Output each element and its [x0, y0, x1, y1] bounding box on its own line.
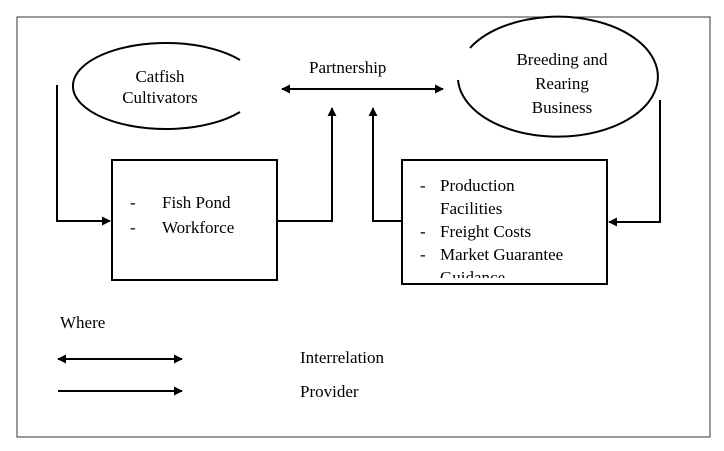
right-box-item-text: Freight Costs — [440, 222, 532, 241]
breeding-label-line2: Rearing — [535, 74, 589, 93]
bullet: - — [420, 222, 426, 241]
left-box-to-partnership-arrow — [277, 107, 337, 222]
bullet: - — [420, 245, 426, 264]
catfish-cultivators-ellipse — [71, 42, 241, 130]
right-provider-arrow — [608, 100, 661, 227]
left-resource-box — [111, 159, 278, 281]
partnership-label: Partnership — [309, 58, 387, 77]
breeding-label-line3: Business — [531, 98, 593, 117]
left-box-item-text: Workforce — [162, 218, 235, 237]
breeding-rearing-ellipse — [457, 15, 659, 138]
right-box-list: -Production Facilities -Freight Costs -M… — [420, 174, 563, 278]
breeding-label-line1: Breeding and — [516, 50, 608, 69]
right-box-item: -Market Guarantee — [420, 243, 563, 266]
right-box-item: Guidance — [420, 266, 563, 278]
right-box-item-text: Guidance — [440, 268, 506, 278]
right-box-item-text: Facilities — [440, 199, 503, 218]
bullet: - — [420, 176, 426, 195]
right-box-list-clip: -Production Facilities -Freight Costs -M… — [414, 172, 604, 278]
catfish-label-line2: Cultivators — [122, 88, 198, 107]
legend-provider-label: Provider — [300, 382, 359, 401]
legend-title: Where — [60, 313, 106, 332]
right-resource-box — [401, 159, 608, 285]
breeding-label: Breeding and Rearing Business — [497, 48, 627, 120]
left-box-item-text: Fish Pond — [162, 193, 231, 212]
right-box-item: -Production — [420, 174, 563, 197]
left-box-list: - Fish Pond - Workforce — [130, 190, 234, 240]
right-box-item: -Freight Costs — [420, 220, 563, 243]
right-box-item-text: Market Guarantee — [440, 245, 564, 264]
right-box-item-text: Production — [440, 176, 515, 195]
legend-interrelation-label: Interrelation — [300, 348, 385, 367]
left-provider-arrow — [56, 85, 111, 226]
catfish-label: Catfish Cultivators — [105, 66, 215, 108]
right-box-item: Facilities — [420, 197, 563, 220]
left-box-item: - Workforce — [130, 215, 234, 240]
catfish-label-line1: Catfish — [135, 67, 185, 86]
bullet: - — [130, 218, 136, 237]
bullet: - — [130, 193, 136, 212]
outer-border — [16, 16, 711, 438]
right-box-to-partnership-arrow — [368, 107, 402, 222]
left-box-item: - Fish Pond — [130, 190, 234, 215]
